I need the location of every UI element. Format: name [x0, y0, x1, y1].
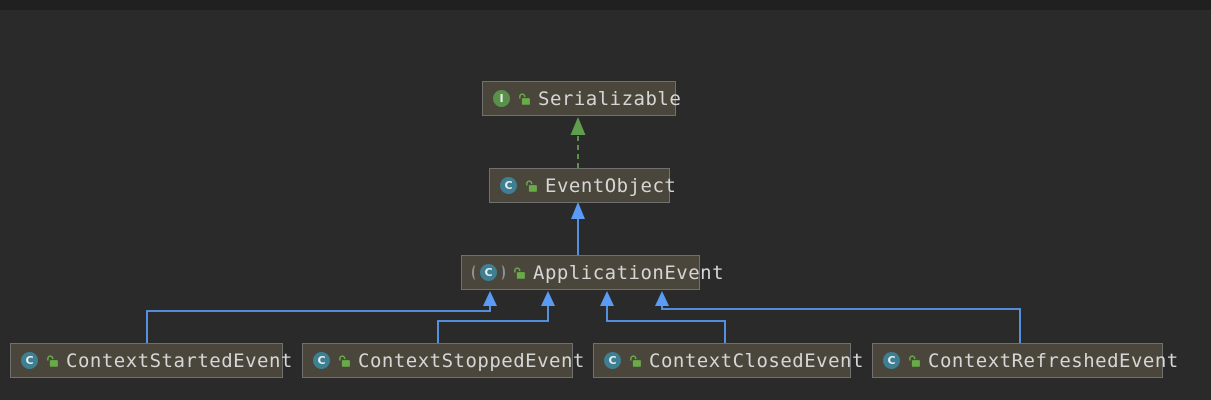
open-lock-icon — [909, 354, 920, 367]
extends-edge-contextstartedevent-applicationevent — [146, 291, 497, 343]
implements-edge-eventobject-serializable — [570, 117, 586, 168]
open-lock-icon — [47, 354, 58, 367]
class-node-application-event[interactable]: C ApplicationEvent — [461, 255, 724, 290]
node-label: ContextStoppedEvent — [358, 349, 585, 372]
class-node-event-object[interactable]: C EventObject — [489, 168, 676, 203]
extends-edge-applicationevent-eventobject — [571, 202, 585, 255]
class-icon: C — [883, 352, 900, 369]
node-label: ContextStartedEvent — [66, 349, 293, 372]
class-node-context-closed-event[interactable]: C ContextClosedEvent — [593, 343, 863, 378]
class-icon: C — [604, 352, 621, 369]
open-lock-icon — [519, 92, 530, 105]
class-node-serializable[interactable]: I Serializable — [482, 81, 681, 116]
abstract-class-icon: C — [472, 264, 505, 281]
interface-icon: I — [493, 90, 510, 107]
canvas-top-edge — [0, 0, 1211, 10]
open-lock-icon — [526, 179, 537, 192]
node-label: ContextClosedEvent — [649, 349, 864, 372]
class-icon: C — [500, 177, 517, 194]
abstract-paren-right — [498, 265, 505, 280]
class-icon: C — [21, 352, 38, 369]
class-node-context-refreshed-event[interactable]: C ContextRefreshedEvent — [872, 343, 1178, 378]
class-node-context-stopped-event[interactable]: C ContextStoppedEvent — [302, 343, 584, 378]
extends-edge-contextrefreshedevent-applicationevent — [655, 291, 1021, 343]
extends-edge-contextstoppedevent-applicationevent — [437, 291, 555, 343]
extends-edge-contextclosedevent-applicationevent — [600, 291, 726, 343]
node-label: ContextRefreshedEvent — [928, 349, 1179, 372]
node-label: EventObject — [545, 174, 677, 197]
open-lock-icon — [339, 354, 350, 367]
class-icon: C — [313, 352, 330, 369]
class-node-context-started-event[interactable]: C ContextStartedEvent — [10, 343, 292, 378]
node-label: Serializable — [538, 87, 682, 110]
open-lock-icon — [630, 354, 641, 367]
node-label: ApplicationEvent — [533, 261, 725, 284]
abstract-paren-left — [472, 265, 479, 280]
open-lock-icon — [514, 266, 525, 279]
